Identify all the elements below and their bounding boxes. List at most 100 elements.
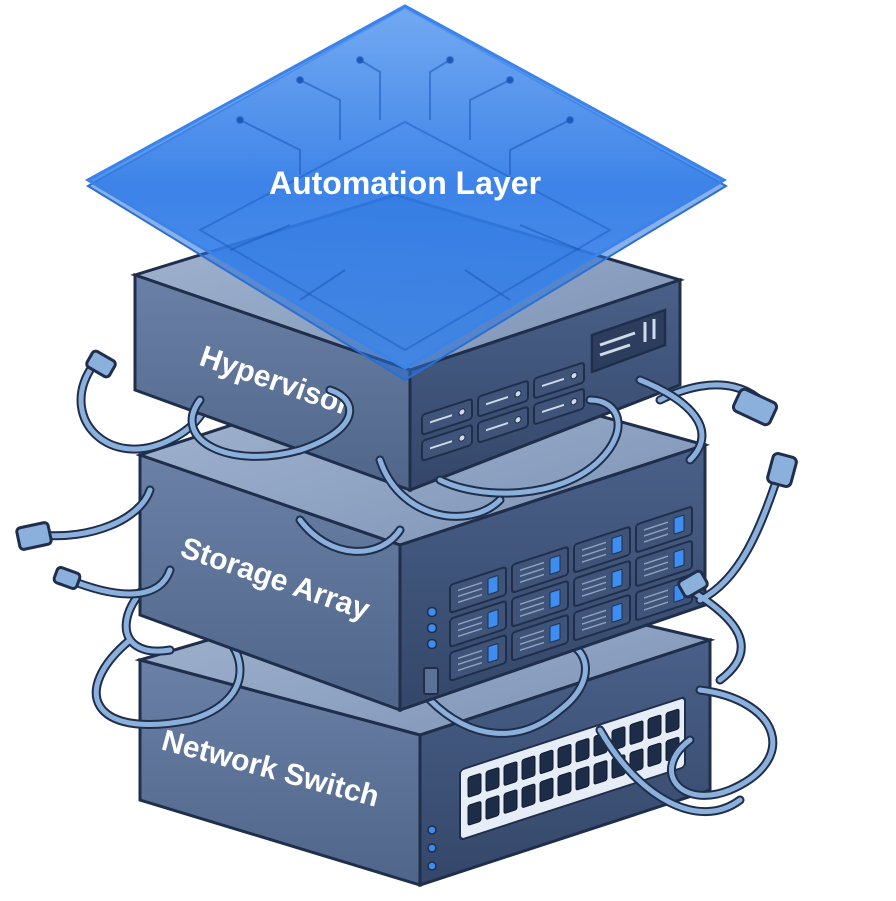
switch-port xyxy=(557,743,572,769)
storage-drive-bays xyxy=(449,506,693,682)
hypervisor-bay-led xyxy=(458,434,466,442)
hypervisor-bay-slot xyxy=(486,396,508,406)
drive-bay xyxy=(635,506,693,553)
hypervisor-bay-slot xyxy=(542,377,564,388)
switch-port xyxy=(665,708,680,734)
drive-vent xyxy=(582,609,606,619)
switch-port xyxy=(521,755,536,780)
drive-vent xyxy=(582,541,606,551)
hypervisor-bay-led xyxy=(514,416,522,424)
hypervisor-bay-slot xyxy=(430,414,452,424)
hypervisor-display-panel xyxy=(590,308,667,374)
drive-indicator xyxy=(487,575,499,595)
drive-indicator xyxy=(611,534,623,555)
switch-port xyxy=(539,749,554,774)
drive-vent xyxy=(520,561,544,572)
drive-vent xyxy=(458,615,482,626)
drive-indicator xyxy=(611,602,623,623)
drive-vent xyxy=(458,587,482,598)
drive-vent xyxy=(582,581,606,591)
drive-indicator xyxy=(549,555,561,575)
hypervisor-bay xyxy=(533,362,585,399)
drive-indicator xyxy=(487,643,499,663)
switch-port xyxy=(647,714,662,739)
drive-vent xyxy=(644,589,668,599)
drive-vent xyxy=(644,521,668,531)
hypervisor-bay-slot xyxy=(542,403,564,414)
drive-indicator xyxy=(673,514,685,535)
drive-vent xyxy=(644,533,668,543)
switch-port xyxy=(539,777,554,802)
drive-vent xyxy=(458,581,482,592)
hypervisor-bay-led xyxy=(514,390,522,398)
switch-port xyxy=(503,761,518,786)
switch-port xyxy=(629,720,644,745)
switch-port xyxy=(593,760,608,785)
cables-mid-fill xyxy=(37,362,783,683)
drive-vent xyxy=(458,621,482,632)
drive-vent xyxy=(582,547,606,557)
drive-vent xyxy=(644,595,668,605)
network-switch-port-panel xyxy=(459,696,686,840)
drive-vent xyxy=(458,655,482,666)
drive-bay xyxy=(511,614,569,662)
drive-vent xyxy=(644,601,668,611)
circuit-traces xyxy=(229,56,581,301)
hypervisor-bay xyxy=(421,424,473,462)
switch-port xyxy=(611,726,626,751)
switch-port xyxy=(467,773,482,798)
drive-bay xyxy=(449,634,507,682)
drive-bay xyxy=(573,560,631,607)
drive-vent xyxy=(520,595,544,606)
drive-vent xyxy=(458,661,482,672)
switch-port xyxy=(467,801,482,826)
switch-port xyxy=(557,771,572,797)
drive-vent xyxy=(458,593,482,604)
switch-port xyxy=(575,738,590,763)
drive-vent xyxy=(582,621,606,631)
drive-indicator xyxy=(673,548,685,569)
drive-vent xyxy=(520,567,544,578)
drive-bay xyxy=(573,526,631,573)
drive-vent xyxy=(644,527,668,537)
drive-bay xyxy=(635,540,693,587)
drive-indicator xyxy=(611,568,623,589)
drive-vent xyxy=(520,601,544,612)
drive-vent xyxy=(644,567,668,577)
drive-vent xyxy=(582,587,606,597)
drive-bay xyxy=(511,580,569,628)
drive-vent xyxy=(520,607,544,618)
switch-port xyxy=(521,783,536,808)
hypervisor-bay xyxy=(533,388,585,425)
drive-vent xyxy=(644,561,668,571)
hypervisor-drive-bays xyxy=(421,362,585,462)
hypervisor-bay xyxy=(421,398,473,436)
hypervisor-bay xyxy=(477,406,529,444)
hypervisor-bay-slot xyxy=(486,422,508,432)
drive-vent xyxy=(582,553,606,563)
drive-vent xyxy=(520,641,544,652)
drive-vent xyxy=(582,575,606,585)
switch-port xyxy=(647,742,662,767)
automation-layer-glass xyxy=(84,4,728,370)
drive-vent xyxy=(520,629,544,640)
drive-bay xyxy=(449,566,507,614)
drive-vent xyxy=(520,635,544,646)
power-plug-icon xyxy=(15,349,798,599)
hypervisor-bay xyxy=(477,380,529,418)
drive-vent xyxy=(582,615,606,625)
storage-status-leds xyxy=(423,606,439,695)
automation-layer-label: Automation Layer xyxy=(269,165,541,201)
cables-upper-fill xyxy=(189,377,705,519)
hypervisor-bay-led xyxy=(570,397,578,406)
drive-indicator xyxy=(549,589,561,609)
switch-port xyxy=(629,748,644,773)
drive-bay xyxy=(511,546,569,594)
switch-status-leds xyxy=(427,825,437,871)
hypervisor-bay-led xyxy=(458,408,466,416)
drive-vent xyxy=(458,627,482,638)
hypervisor-bay-led xyxy=(570,371,578,380)
drive-vent xyxy=(644,555,668,565)
